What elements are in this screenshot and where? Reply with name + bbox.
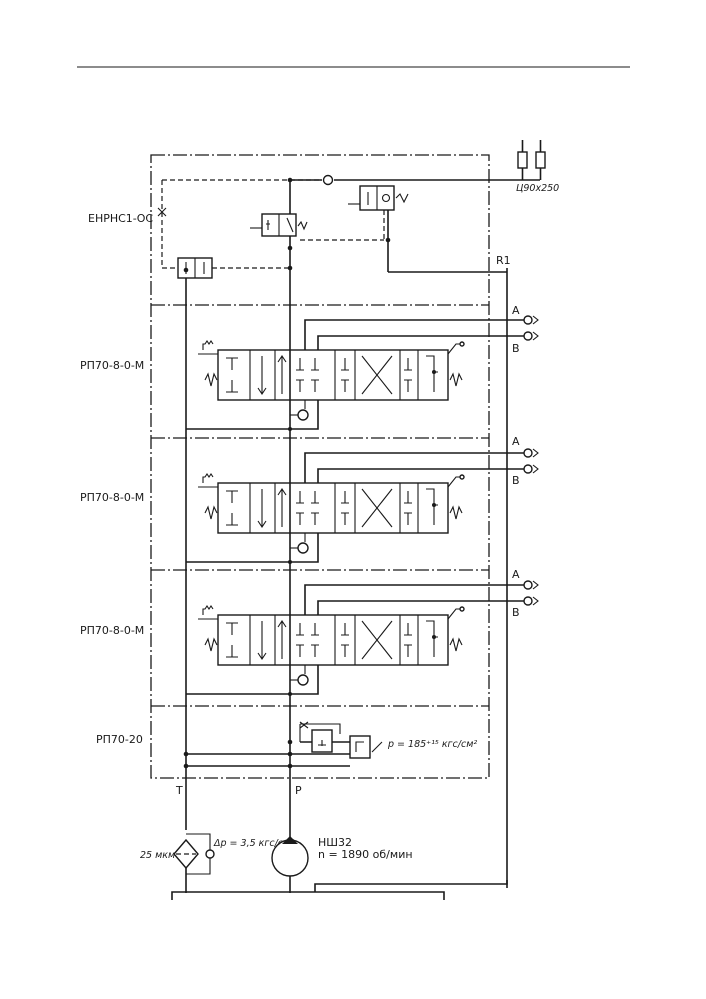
junction-dot bbox=[183, 267, 189, 273]
junction-dot bbox=[287, 265, 293, 271]
junction-dot bbox=[287, 739, 293, 745]
label-rp-3: РП70-8-0-М bbox=[80, 624, 144, 637]
filter-icon bbox=[173, 833, 215, 893]
port-a-label-1: A bbox=[512, 304, 520, 317]
relief-valve-section bbox=[186, 721, 383, 767]
label-rp-20: РП70-20 bbox=[96, 733, 143, 746]
cylinder-label: Ц90х250 bbox=[516, 183, 559, 194]
label-rp-2: РП70-8-0-М bbox=[80, 491, 144, 504]
cylinder-icon bbox=[517, 140, 546, 180]
label-rp-1: РП70-8-0-М bbox=[80, 359, 144, 372]
junction-dot bbox=[287, 751, 293, 757]
distributor-section-1 bbox=[186, 315, 539, 431]
pilot-valve bbox=[250, 213, 308, 237]
pump-model-label: НШ32 bbox=[318, 836, 352, 849]
filter-dp-label: Δp = 3,5 кгс/см² bbox=[213, 838, 294, 849]
junction-dot bbox=[287, 177, 293, 183]
tank-icon bbox=[171, 891, 445, 900]
port-b-label-3: B bbox=[512, 606, 520, 619]
port-a-label-2: A bbox=[512, 435, 520, 448]
port-p-label: P bbox=[295, 784, 302, 797]
port-b-label-1: B bbox=[512, 342, 520, 355]
junction-dot bbox=[287, 245, 293, 251]
junction-dot bbox=[287, 763, 293, 769]
distributor-section-3 bbox=[186, 580, 539, 696]
port-a-label-3: A bbox=[512, 568, 520, 581]
unloading-valve bbox=[177, 257, 213, 279]
lowering-valve bbox=[348, 185, 409, 211]
port-r1-label: R1 bbox=[496, 254, 511, 267]
check-valve-top bbox=[322, 174, 334, 186]
distributor-section-2 bbox=[186, 448, 539, 564]
label-enrns: ЕНРНС1-ОС bbox=[88, 212, 153, 225]
valve-block-frame bbox=[150, 154, 490, 779]
port-b-label-2: B bbox=[512, 474, 520, 487]
junction-dot bbox=[183, 751, 189, 757]
pump-speed-label: n = 1890 об/мин bbox=[318, 848, 413, 861]
filter-rating-label: 25 мкм bbox=[140, 850, 175, 861]
relief-pressure-label: p = 185⁺¹⁵ кгс/см² bbox=[387, 739, 477, 750]
pump-icon bbox=[271, 836, 309, 893]
port-t-label: T bbox=[175, 784, 183, 797]
junction-dot bbox=[183, 763, 189, 769]
junction-dot bbox=[385, 237, 391, 243]
throttle-icon bbox=[157, 207, 167, 217]
